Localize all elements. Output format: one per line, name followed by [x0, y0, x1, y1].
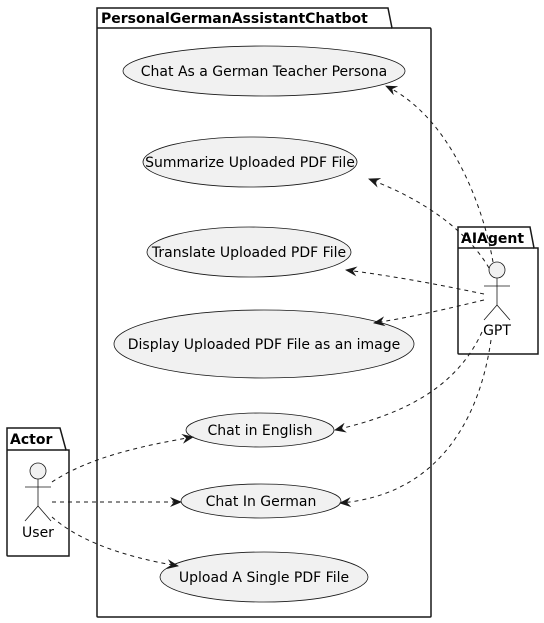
- usecase-summarize: Summarize Uploaded PDF File: [142, 136, 358, 188]
- usecase-upload-label: Upload A Single PDF File: [179, 570, 349, 586]
- connector-gpt-english: [334, 331, 483, 433]
- package-chatbot-title: PersonalGermanAssistantChatbot: [101, 11, 368, 27]
- connector-gpt-summarize: [368, 178, 490, 269]
- usecase-upload: Upload A Single PDF File: [159, 551, 369, 603]
- usecase-english-label: Chat in English: [208, 423, 313, 439]
- actor-user: User: [22, 462, 54, 541]
- connector-user-english: [51, 433, 194, 483]
- connector-gpt-translate: [345, 266, 485, 295]
- usecase-german-label: Chat In German: [206, 494, 317, 510]
- usecase-teacher-label: Chat As a German Teacher Persona: [141, 64, 387, 80]
- usecase-german: Chat In German: [180, 483, 342, 519]
- usecase-display-label: Display Uploaded PDF File as an image: [128, 337, 401, 353]
- usecase-translate: Translate Uploaded PDF File: [146, 226, 352, 278]
- usecase-english: Chat in English: [185, 412, 335, 448]
- connector-gpt-teacher: [385, 85, 494, 263]
- usecase-teacher: Chat As a German Teacher Persona: [122, 45, 406, 97]
- package-actor-title: Actor: [10, 432, 52, 448]
- package-aiagent: AIAgent: [457, 226, 539, 355]
- connector-gpt-display: [373, 299, 485, 327]
- actor-user-label: User: [22, 525, 54, 541]
- connector-gpt-german: [339, 339, 492, 508]
- connector-user-upload: [51, 516, 179, 570]
- usecase-display: Display Uploaded PDF File as an image: [113, 309, 415, 379]
- usecase-translate-label: Translate Uploaded PDF File: [151, 245, 346, 261]
- usecase-summarize-label: Summarize Uploaded PDF File: [145, 155, 355, 171]
- actor-gpt: GPT: [483, 261, 511, 339]
- package-aiagent-title: AIAgent: [461, 231, 524, 247]
- actor-gpt-label: GPT: [483, 323, 511, 339]
